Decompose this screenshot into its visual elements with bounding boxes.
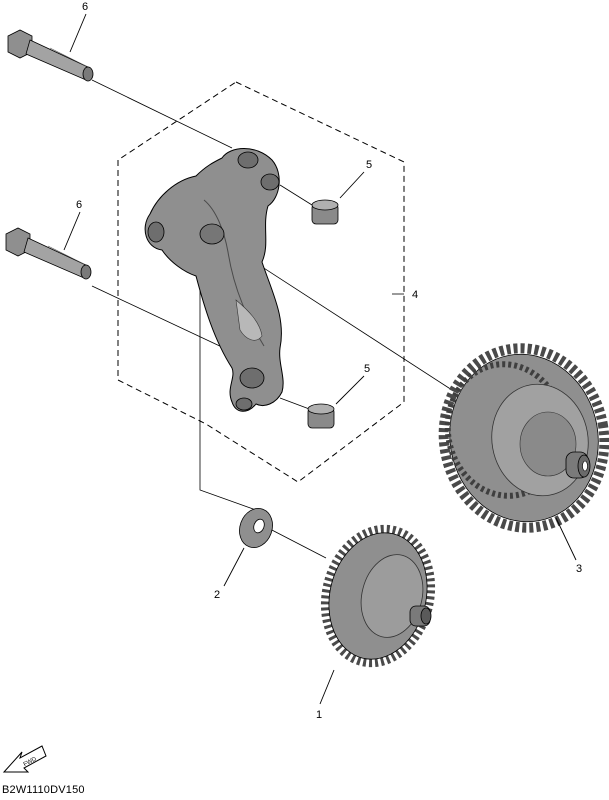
- callout-label-6-lower: 6: [76, 199, 82, 211]
- callout-label-5-lower: 5: [364, 363, 370, 375]
- callout-label-5-upper: 5: [366, 159, 372, 171]
- bolt-lower: [5, 227, 92, 280]
- callout-label-3: 3: [576, 563, 582, 575]
- collar-lower: [307, 403, 335, 429]
- callout-label-2: 2: [214, 589, 220, 601]
- callout-label-1: 1: [316, 709, 322, 721]
- forward-arrow-icon: FWD: [2, 745, 47, 773]
- callout-label-4: 4: [412, 289, 418, 301]
- bolt-upper: [7, 29, 94, 82]
- driven-gear-assembly: [438, 343, 609, 533]
- shaft-bracket: [144, 148, 284, 412]
- callout-leaders: [63, 13, 577, 705]
- callout-label-6-upper: 6: [82, 1, 88, 13]
- drive-gear: [320, 524, 436, 668]
- washer: [239, 508, 273, 548]
- collar-upper: [311, 199, 339, 225]
- diagram-code: B2W1110DV150: [2, 784, 85, 796]
- assembly-boundary-dashed: [117, 81, 405, 483]
